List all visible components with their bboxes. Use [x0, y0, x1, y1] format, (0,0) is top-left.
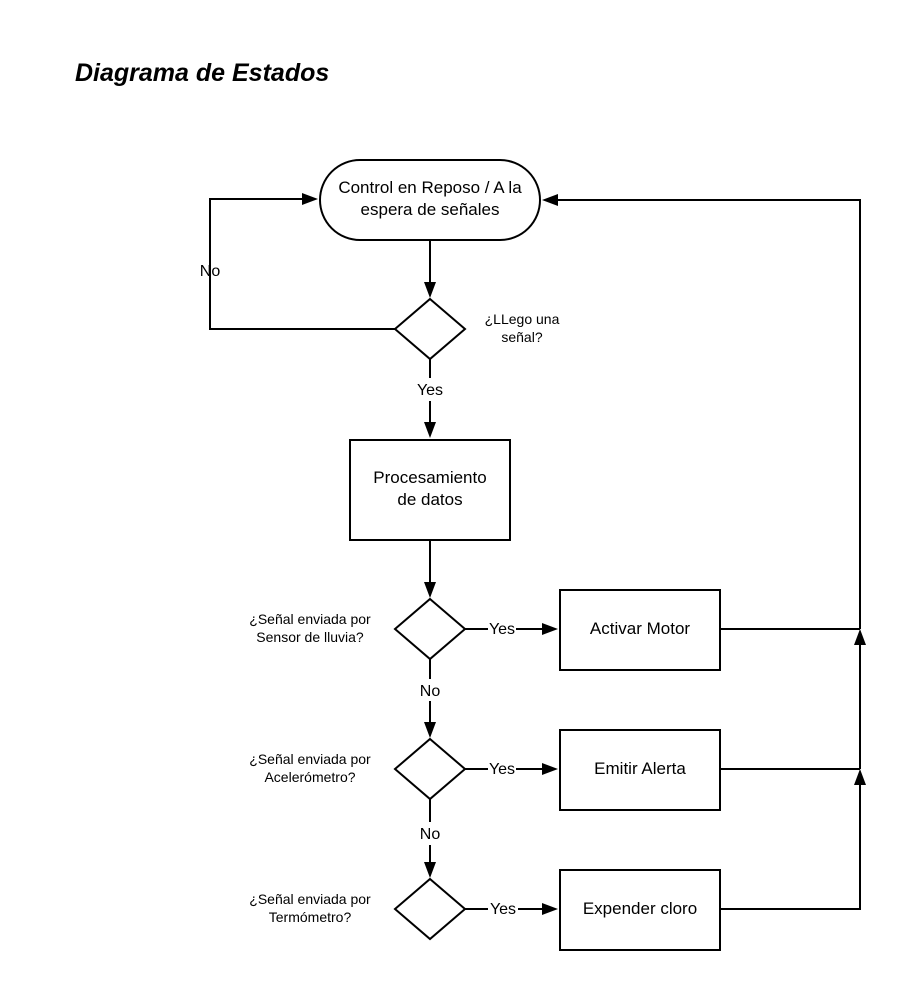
rain-question-line2: Sensor de lluvia? — [256, 629, 364, 645]
thermo-decision-node — [393, 877, 467, 941]
arrow-head — [424, 422, 436, 438]
edge-label-no: No — [420, 826, 441, 843]
rain-decision-node — [393, 597, 467, 661]
processing-label-line1: Procesamiento — [373, 468, 486, 487]
processing-label-line2: de datos — [397, 490, 462, 509]
rain-question-line1: ¿Señal enviada por — [249, 611, 371, 627]
edge-label-no: No — [420, 683, 441, 700]
arrow-head — [302, 193, 318, 205]
arrow-head — [424, 282, 436, 298]
signal-question-line1: ¿LLego una — [485, 311, 560, 327]
edge-label-yes: Yes — [489, 761, 515, 778]
edge-chlorine-return — [720, 784, 861, 910]
chlorine-node — [559, 869, 721, 951]
idle-state-label-line2: espera de señales — [361, 200, 500, 219]
arrow-head — [542, 903, 558, 915]
accel-decision-node — [393, 737, 467, 801]
arrow-head — [424, 582, 436, 598]
edge-label-yes: Yes — [490, 901, 516, 918]
arrow-head — [542, 194, 558, 206]
edge-label-no: No — [200, 263, 221, 280]
alert-label: Emitir Alerta — [594, 759, 686, 778]
arrow-head — [854, 629, 866, 645]
edge-bus-top — [558, 199, 861, 629]
idle-state-node — [319, 159, 541, 241]
signal-decision-node — [393, 297, 467, 361]
diagram-title: Diagrama de Estados — [75, 59, 329, 87]
chlorine-label: Expender cloro — [583, 899, 697, 918]
connectors — [209, 193, 866, 915]
signal-question-line2: señal? — [501, 329, 542, 345]
accel-question-line2: Acelerómetro? — [264, 769, 355, 785]
arrow-head — [542, 763, 558, 775]
idle-state-label-line1: Control en Reposo / A la — [338, 178, 522, 197]
arrow-head — [854, 769, 866, 785]
thermo-question-line1: ¿Señal enviada por — [249, 891, 371, 907]
edge-label-yes: Yes — [417, 382, 443, 399]
edge-signal-no — [209, 198, 395, 330]
accel-question-line1: ¿Señal enviada por — [249, 751, 371, 767]
motor-node — [559, 589, 721, 671]
alert-node — [559, 729, 721, 811]
arrow-head — [424, 722, 436, 738]
arrow-head — [424, 862, 436, 878]
motor-label: Activar Motor — [590, 619, 690, 638]
arrow-head — [542, 623, 558, 635]
processing-node — [349, 439, 511, 541]
edge-label-yes: Yes — [489, 621, 515, 638]
thermo-question-line2: Termómetro? — [269, 909, 352, 925]
